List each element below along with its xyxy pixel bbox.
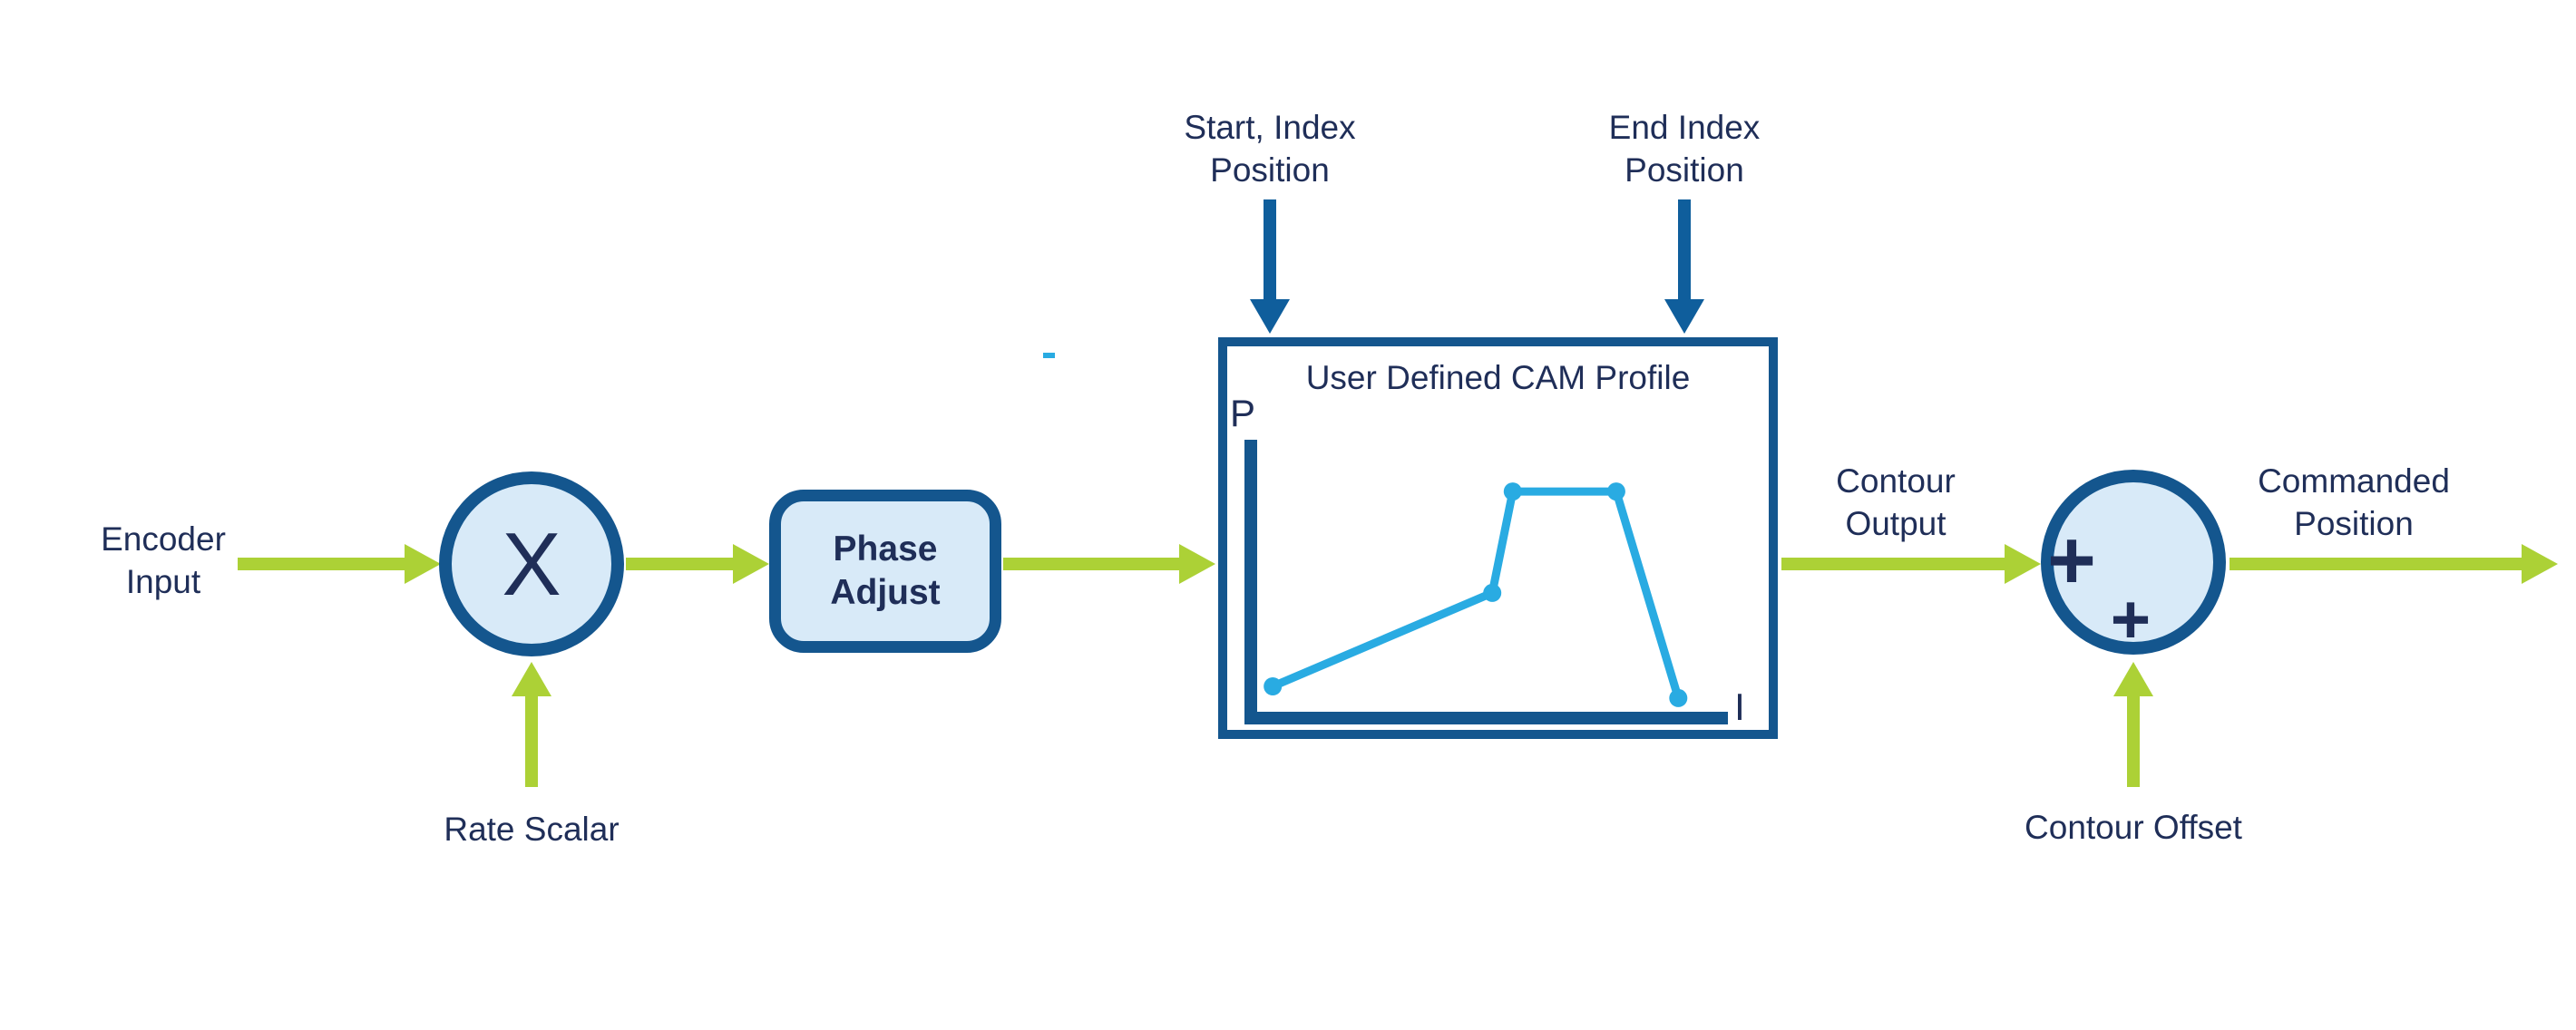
cam-profile-point bbox=[1669, 688, 1688, 707]
contour-output-line1: Contour bbox=[1836, 462, 1956, 500]
multiplier-symbol: X bbox=[502, 513, 561, 614]
contour-offset-label: Contour Offset bbox=[2025, 809, 2242, 846]
contour-offset-arrow-head bbox=[2113, 662, 2153, 696]
contour-output-line2: Output bbox=[1845, 505, 1947, 542]
encoder-input-label: Encoder Input bbox=[27, 518, 299, 603]
contour-output-label: Contour Output bbox=[1776, 460, 2015, 545]
commanded-position-line2: Position bbox=[2294, 505, 2414, 542]
start-index-label: Start, Index Position bbox=[1156, 106, 1383, 191]
cam-profile-point bbox=[1503, 482, 1522, 501]
encoder-input-line2: Input bbox=[125, 563, 201, 600]
cam-to-sum-arrow-head bbox=[2005, 544, 2041, 584]
summing-plus-bottom: + bbox=[2110, 581, 2152, 658]
cam-to-sum-arrow-shaft bbox=[1781, 558, 2006, 570]
stray-cyan-mark bbox=[1043, 353, 1055, 358]
multiplier-to-phase-arrow-head bbox=[733, 544, 769, 584]
phase-adjust-line2: Adjust bbox=[830, 573, 941, 612]
phase-adjust-block: Phase Adjust bbox=[769, 490, 1001, 653]
end-index-label: End Index Position bbox=[1571, 106, 1798, 191]
end-index-arrow-head bbox=[1664, 299, 1704, 334]
encoder-to-multiplier-arrow-shaft bbox=[238, 558, 408, 570]
rate-scalar-arrow-head bbox=[512, 662, 551, 696]
cam-profile-point bbox=[1483, 583, 1502, 602]
end-index-arrow-shaft bbox=[1678, 199, 1691, 301]
cam-y-axis-label: P bbox=[1229, 392, 1255, 434]
cam-profile-series bbox=[1264, 482, 1688, 707]
multiplier-node: X bbox=[439, 471, 624, 656]
start-index-line1: Start, Index bbox=[1184, 109, 1356, 146]
contour-offset-arrow-shaft bbox=[2127, 696, 2140, 787]
phase-adjust-line1: Phase bbox=[833, 530, 938, 568]
encoder-input-line1: Encoder bbox=[101, 520, 226, 558]
encoder-to-multiplier-arrow-head bbox=[405, 544, 441, 584]
start-index-arrow-head bbox=[1250, 299, 1290, 334]
cam-x-axis-label: I bbox=[1734, 685, 1745, 728]
cam-profile-point bbox=[1606, 482, 1625, 501]
multiplier-to-phase-arrow-shaft bbox=[626, 558, 735, 570]
end-index-line2: Position bbox=[1625, 151, 1744, 189]
start-index-line2: Position bbox=[1210, 151, 1330, 189]
summing-plus-top: + bbox=[2047, 514, 2096, 607]
rate-scalar-label: Rate Scalar bbox=[444, 811, 620, 848]
start-index-arrow-shaft bbox=[1264, 199, 1276, 301]
sum-to-output-arrow-shaft bbox=[2230, 558, 2523, 570]
commanded-position-line1: Commanded bbox=[2258, 462, 2450, 500]
commanded-position-label: Commanded Position bbox=[2222, 460, 2485, 545]
phase-to-cam-arrow-head bbox=[1179, 544, 1215, 584]
cam-profile-title: User Defined CAM Profile bbox=[1305, 359, 1691, 396]
end-index-line1: End Index bbox=[1608, 109, 1761, 146]
phase-to-cam-arrow-shaft bbox=[1003, 558, 1181, 570]
sum-to-output-arrow-head bbox=[2522, 544, 2558, 584]
cam-profile-point bbox=[1264, 677, 1283, 695]
cam-profile-chart bbox=[1244, 440, 1728, 724]
rate-scalar-arrow-shaft bbox=[525, 696, 538, 787]
